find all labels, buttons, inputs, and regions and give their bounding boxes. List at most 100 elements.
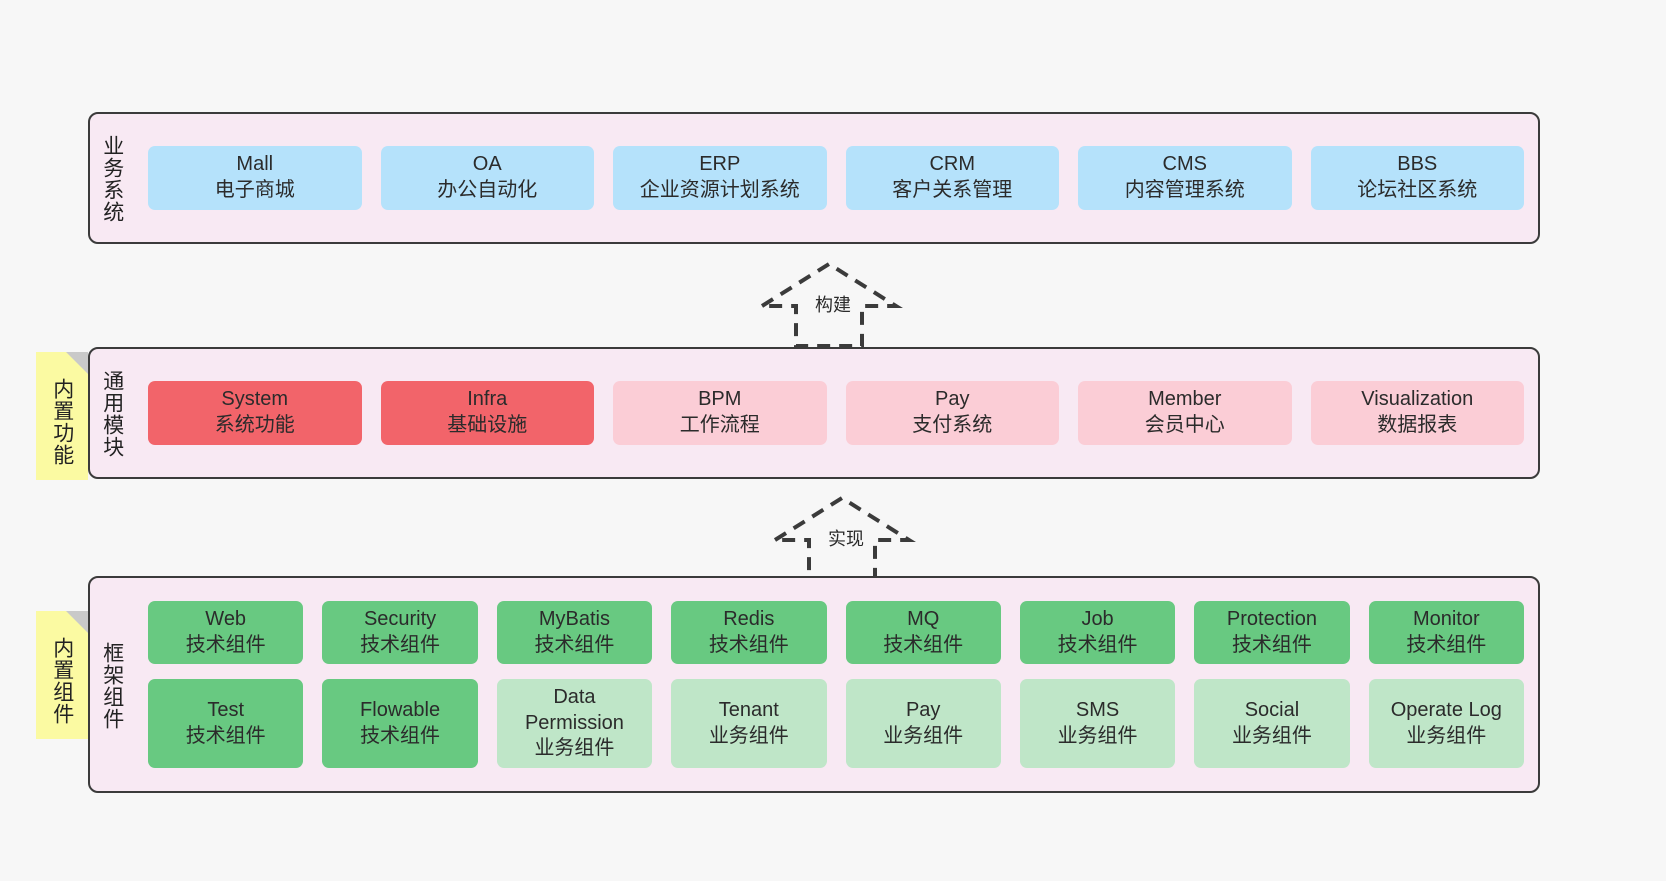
module-name: BPM — [698, 388, 742, 411]
component-card-web[interactable]: Web 技术组件 — [148, 601, 304, 665]
layer-common-modules: 通用模块 System 系统功能 Infra 基础设施 BPM 工作流程 Pay… — [88, 347, 1540, 479]
module-card-cms[interactable]: CMS 内容管理系统 — [1078, 146, 1292, 210]
module-desc: 客户关系管理 — [892, 179, 1013, 201]
module-card-bbs[interactable]: BBS 论坛社区系统 — [1310, 146, 1524, 210]
layer-row: System 系统功能 Infra 基础设施 BPM 工作流程 Pay 支付系统… — [148, 381, 1524, 445]
module-card-oa[interactable]: OA 办公自动化 — [380, 146, 594, 210]
component-card-test[interactable]: Test 技术组件 — [148, 679, 304, 768]
component-card-operate-log[interactable]: Operate Log 业务组件 — [1368, 679, 1524, 768]
component-name-cont: Permission — [524, 711, 624, 734]
module-card-mall[interactable]: Mall 电子商城 — [148, 146, 362, 210]
component-card-pay[interactable]: Pay 业务组件 — [845, 679, 1001, 768]
component-name: Pay — [905, 699, 941, 721]
module-name: Infra — [467, 388, 508, 411]
module-card-erp[interactable]: ERP 企业资源计划系统 — [613, 146, 827, 210]
component-desc: 业务组件 — [534, 737, 615, 760]
component-card-monitor[interactable]: Monitor 技术组件 — [1368, 601, 1524, 665]
module-name: BBS — [1397, 153, 1438, 176]
layer-row: Test 技术组件 Flowable 技术组件 Data Permission … — [148, 679, 1524, 768]
note-label: 内置组件 — [50, 637, 74, 725]
layer-framework-components: 框架组件 Web 技术组件 Security 技术组件 MyBatis 技术组件… — [88, 576, 1540, 793]
module-name: System — [221, 388, 289, 411]
layer-business-systems: 业务系统 Mall 电子商城 OA 办公自动化 ERP 企业资源计划系统 CRM… — [88, 112, 1540, 244]
module-card-system[interactable]: System 系统功能 — [148, 381, 362, 445]
module-card-visualization[interactable]: Visualization 数据报表 — [1310, 381, 1524, 445]
component-desc: 技术组件 — [534, 633, 615, 656]
module-desc: 内容管理系统 — [1124, 179, 1245, 201]
layer-body-framework-components: Web 技术组件 Security 技术组件 MyBatis 技术组件 Redi… — [134, 578, 1538, 791]
component-card-flowable[interactable]: Flowable 技术组件 — [322, 679, 478, 768]
note-fold-icon — [66, 611, 88, 633]
component-name: Operate Log — [1390, 699, 1502, 721]
layer-row: Web 技术组件 Security 技术组件 MyBatis 技术组件 Redi… — [148, 601, 1524, 665]
component-card-security[interactable]: Security 技术组件 — [322, 601, 478, 665]
module-name: Mall — [236, 153, 274, 176]
component-desc: 业务组件 — [1057, 724, 1138, 747]
component-name: Tenant — [718, 699, 779, 721]
layer-title-common-modules: 通用模块 — [100, 370, 124, 458]
component-name: MQ — [907, 608, 940, 631]
component-name: SMS — [1075, 699, 1120, 721]
module-desc: 办公自动化 — [437, 179, 538, 201]
component-name: MyBatis — [538, 608, 610, 631]
module-name: Pay — [935, 388, 970, 411]
component-card-job[interactable]: Job 技术组件 — [1019, 601, 1176, 665]
module-desc: 论坛社区系统 — [1357, 179, 1478, 201]
module-card-member[interactable]: Member 会员中心 — [1078, 381, 1292, 445]
component-name: Web — [205, 608, 247, 631]
component-desc: 业务组件 — [708, 724, 789, 747]
module-desc: 支付系统 — [912, 414, 993, 436]
component-card-mq[interactable]: MQ 技术组件 — [845, 601, 1001, 665]
note-builtin-components: 内置组件 — [36, 611, 88, 739]
component-card-tenant[interactable]: Tenant 业务组件 — [671, 679, 827, 768]
component-name: Monitor — [1412, 608, 1480, 631]
component-desc: 业务组件 — [1231, 724, 1312, 747]
module-name: CRM — [929, 153, 976, 176]
module-name: Member — [1148, 388, 1222, 411]
connector-build: 构建 — [755, 258, 903, 348]
component-card-social[interactable]: Social 业务组件 — [1194, 679, 1350, 768]
layer-title-framework-components: 框架组件 — [100, 641, 124, 730]
component-name: Protection — [1226, 608, 1317, 631]
component-card-sms[interactable]: SMS 业务组件 — [1019, 679, 1176, 768]
module-name: Visualization — [1361, 388, 1474, 411]
component-card-mybatis[interactable]: MyBatis 技术组件 — [496, 601, 653, 665]
component-card-protection[interactable]: Protection 技术组件 — [1194, 601, 1350, 665]
component-desc: 技术组件 — [185, 633, 266, 656]
component-name: Data — [553, 686, 596, 709]
component-name: Security — [363, 608, 437, 631]
module-card-pay[interactable]: Pay 支付系统 — [845, 381, 1059, 445]
layer-body-common-modules: System 系统功能 Infra 基础设施 BPM 工作流程 Pay 支付系统… — [134, 349, 1538, 477]
component-name: Test — [207, 699, 245, 721]
component-desc: 技术组件 — [1231, 633, 1312, 656]
connector-implement: 实现 — [768, 492, 916, 582]
module-desc: 数据报表 — [1377, 414, 1458, 436]
module-name: CMS — [1162, 153, 1207, 176]
component-card-redis[interactable]: Redis 技术组件 — [671, 601, 827, 665]
module-desc: 电子商城 — [214, 179, 295, 201]
component-card-data-permission[interactable]: Data Permission 业务组件 — [496, 679, 653, 768]
module-desc: 企业资源计划系统 — [639, 179, 800, 201]
module-desc: 基础设施 — [447, 414, 528, 436]
module-desc: 工作流程 — [679, 414, 760, 436]
component-desc: 业务组件 — [1406, 724, 1487, 747]
module-card-infra[interactable]: Infra 基础设施 — [380, 381, 594, 445]
note-builtin-features: 内置功能 — [36, 352, 88, 480]
component-desc: 技术组件 — [185, 724, 266, 747]
component-name: Job — [1081, 608, 1114, 631]
note-fold-icon — [66, 352, 88, 374]
component-desc: 技术组件 — [883, 633, 964, 656]
component-desc: 技术组件 — [360, 633, 441, 656]
module-desc: 系统功能 — [214, 414, 295, 436]
module-desc: 会员中心 — [1144, 414, 1225, 436]
layer-body-business-systems: Mall 电子商城 OA 办公自动化 ERP 企业资源计划系统 CRM 客户关系… — [134, 114, 1538, 242]
layer-title-business-systems: 业务系统 — [100, 135, 124, 223]
module-card-crm[interactable]: CRM 客户关系管理 — [845, 146, 1059, 210]
component-desc: 技术组件 — [1406, 633, 1487, 656]
connector-label-build: 构建 — [813, 295, 853, 315]
module-card-bpm[interactable]: BPM 工作流程 — [613, 381, 827, 445]
module-name: ERP — [699, 153, 741, 176]
module-name: OA — [472, 153, 502, 176]
layer-row: Mall 电子商城 OA 办公自动化 ERP 企业资源计划系统 CRM 客户关系… — [148, 146, 1524, 210]
